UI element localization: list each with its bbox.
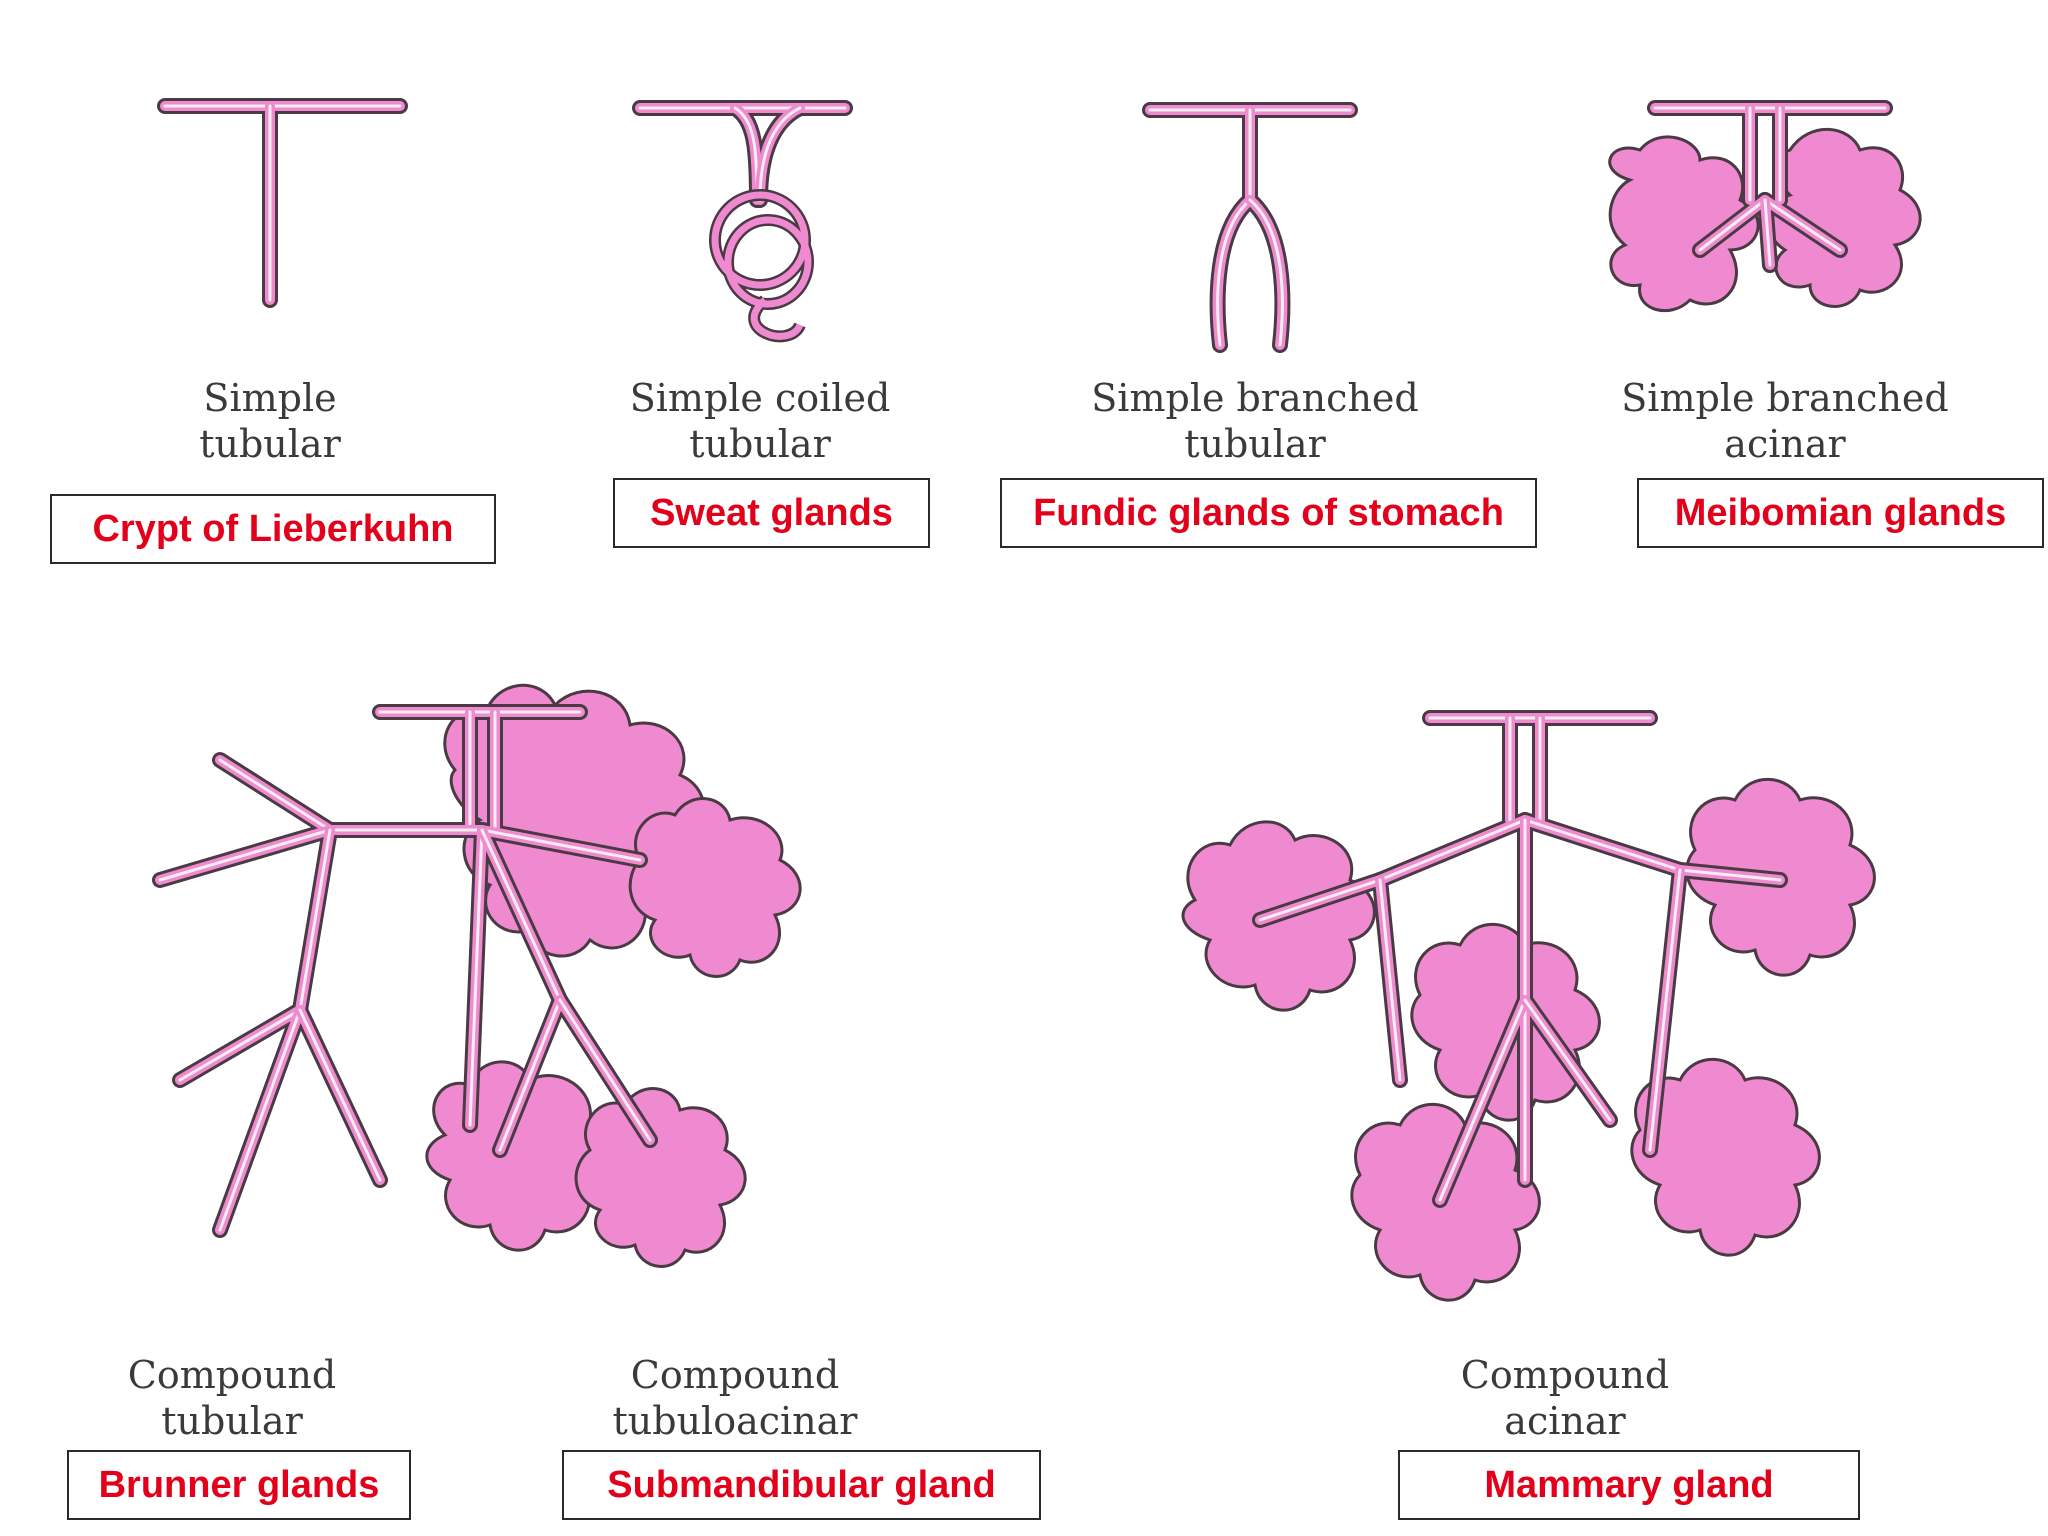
caption-line: acinar [1504,1399,1626,1443]
example-label-meibomian-glands: Meibomian glands [1637,478,2044,548]
compound-acinar-diagram [1181,710,1876,1302]
caption-line: Simple branched [1621,376,1949,420]
caption-line: Simple coiled [629,376,891,420]
caption-line: tubular [689,422,831,466]
caption-simple-coiled-tubular: Simple coiled tubular [630,375,891,467]
caption-line: tubular [199,422,341,466]
caption-compound-acinar: Compound acinar [1461,1352,1669,1444]
caption-compound-tubular: Compound tubular [128,1352,336,1444]
example-label-sweat-glands: Sweat glands [613,478,930,548]
caption-compound-tubuloacinar: Compound tubuloacinar [613,1352,858,1444]
simple-coiled-tubular-diagram [632,100,853,343]
example-label-crypt-of-lieberkuhn: Crypt of Lieberkuhn [50,494,496,564]
example-label-brunner-glands: Brunner glands [67,1450,411,1520]
caption-line: Simple branched [1091,376,1419,420]
caption-line: tubuloacinar [612,1399,858,1443]
simple-branched-tubular-diagram [1142,102,1358,353]
caption-line: Compound [1460,1353,1670,1397]
caption-line: tubular [161,1399,303,1443]
compound-tubular-tubuloacinar-diagram [152,683,802,1268]
caption-simple-branched-acinar: Simple branched acinar [1621,375,1948,467]
caption-simple-branched-tubular: Simple branched tubular [1091,375,1418,467]
caption-line: Compound [630,1353,840,1397]
caption-line: acinar [1724,422,1846,466]
caption-line: Simple [203,376,337,420]
caption-line: tubular [1184,422,1326,466]
caption-simple-tubular: Simple tubular [199,375,341,467]
caption-line: Compound [127,1353,337,1397]
example-label-mammary-gland: Mammary gland [1398,1450,1860,1520]
example-label-submandibular-gland: Submandibular gland [562,1450,1041,1520]
example-label-fundic-glands: Fundic glands of stomach [1000,478,1537,548]
simple-tubular-diagram [157,98,408,308]
simple-branched-acinar-diagram [1608,100,1922,313]
